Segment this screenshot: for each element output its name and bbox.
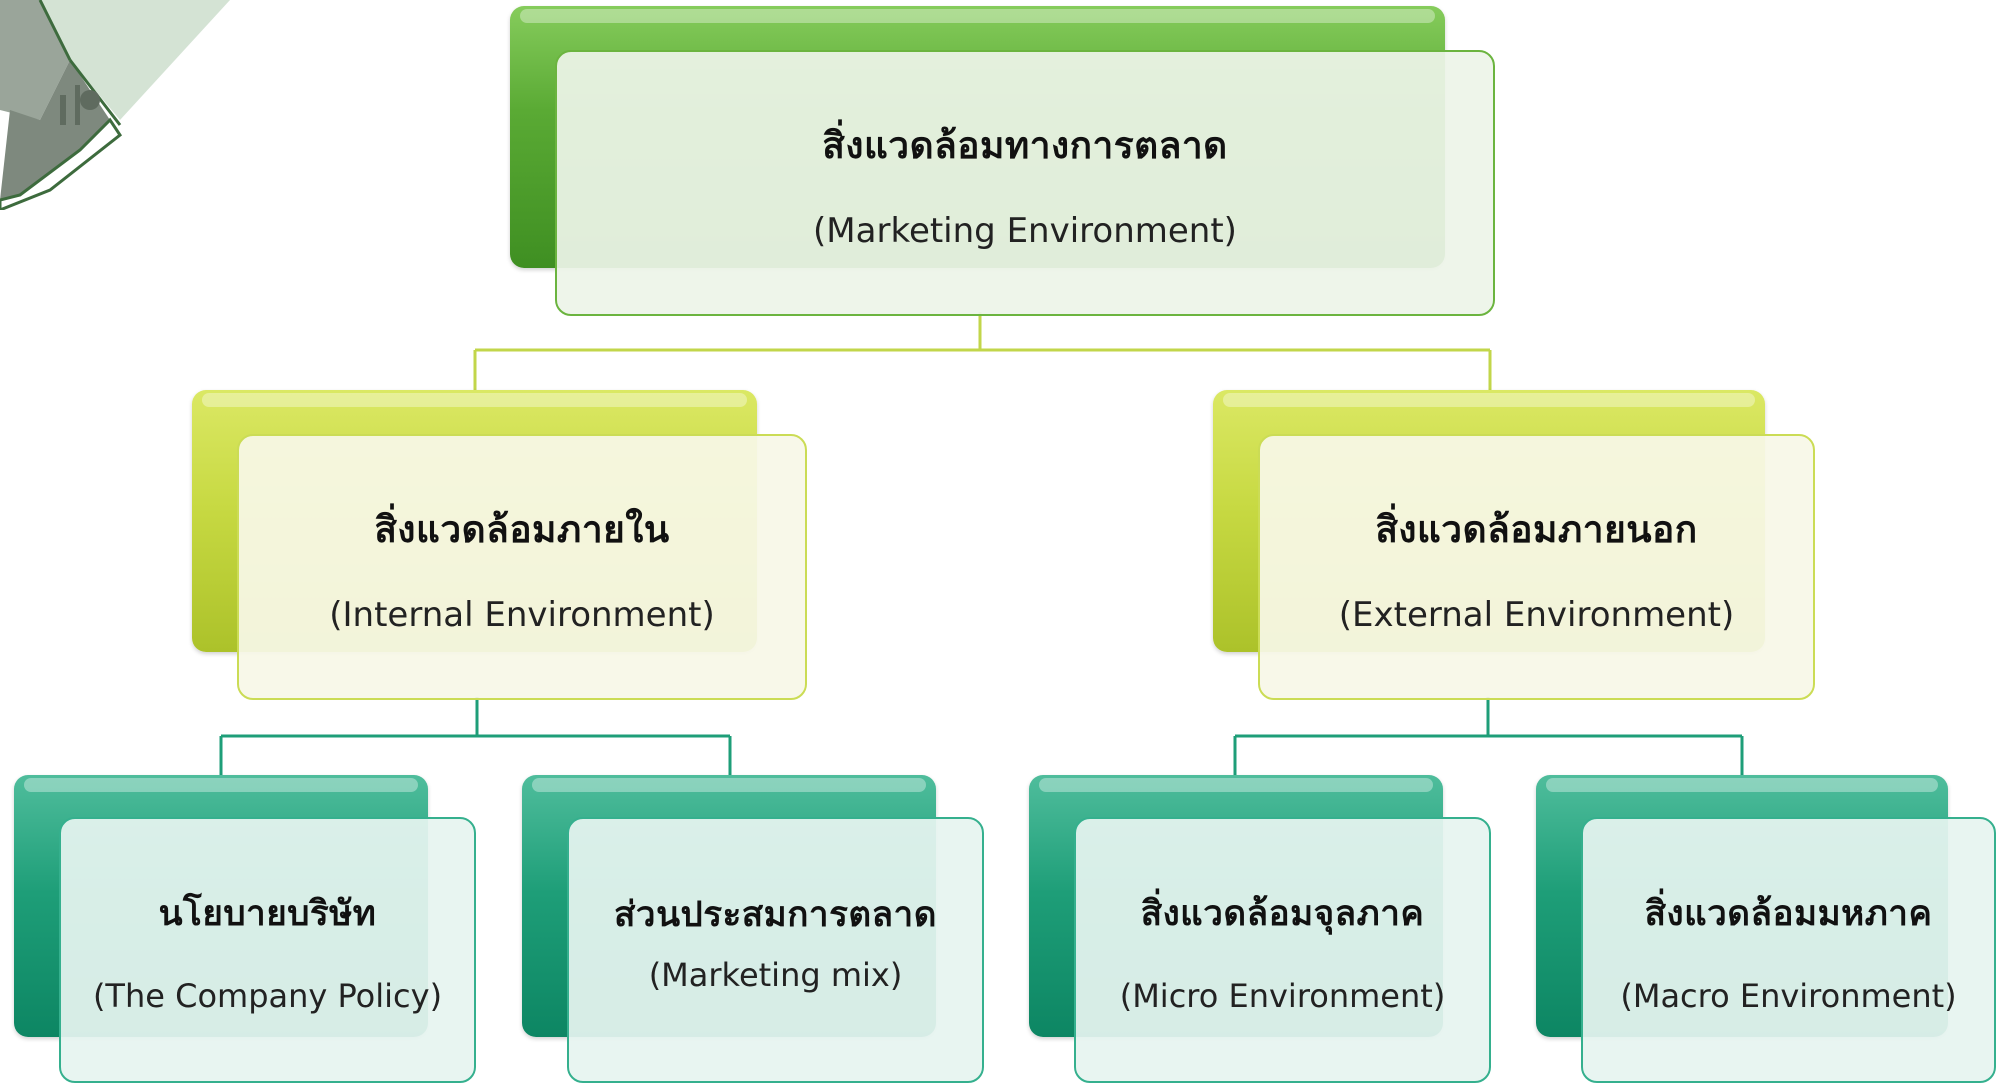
internal-english-label: (Internal Environment) [329,594,715,635]
external-node-card: สิ่งแวดล้อมภายนอก (External Environment) [1258,434,1815,700]
macro-card: สิ่งแวดล้อมมหภาค (Macro Environment) [1581,817,1996,1083]
micro-card: สิ่งแวดล้อมจุลภาค (Micro Environment) [1074,817,1491,1083]
macro-english-label: (Macro Environment) [1620,976,1957,1015]
internal-connector [219,697,732,777]
internal-node-card: สิ่งแวดล้อมภายใน (Internal Environment) [237,434,807,700]
macro-thai-label: สิ่งแวดล้อมมหภาค [1644,893,1933,934]
micro-english-label: (Micro Environment) [1119,976,1446,1015]
internal-thai-label: สิ่งแวดล้อมภายใน [374,507,670,551]
root-english-label: (Marketing Environment) [813,210,1237,251]
corner-decoration-graphic [0,0,230,210]
company-policy-card: นโยบายบริษัท (The Company Policy) [59,817,476,1083]
marketing-mix-thai-label: ส่วนประสมการตลาด [614,894,937,935]
node-external-environment: สิ่งแวดล้อมภายนอก (External Environment) [1213,390,1815,700]
node-macro-environment: สิ่งแวดล้อมมหภาค (Macro Environment) [1536,775,1996,1083]
root-connector [473,312,1492,392]
node-company-policy: นโยบายบริษัท (The Company Policy) [14,775,476,1083]
micro-thai-label: สิ่งแวดล้อมจุลภาค [1140,893,1425,934]
node-micro-environment: สิ่งแวดล้อมจุลภาค (Micro Environment) [1029,775,1491,1083]
root-thai-label: สิ่งแวดล้อมทางการตลาด [822,123,1228,167]
external-connector [1233,697,1744,777]
external-thai-label: สิ่งแวดล้อมภายนอก [1375,507,1698,551]
company-policy-english-label: (The Company Policy) [92,976,443,1015]
root-node-marketing-environment: สิ่งแวดล้อมทางการตลาด (Marketing Environ… [510,6,1495,316]
node-marketing-mix: ส่วนประสมการตลาด (Marketing mix) [522,775,984,1083]
marketing-mix-english-label: (Marketing mix) [648,955,903,994]
root-node-card: สิ่งแวดล้อมทางการตลาด (Marketing Environ… [555,50,1495,316]
node-internal-environment: สิ่งแวดล้อมภายใน (Internal Environment) [192,390,807,700]
marketing-mix-card: ส่วนประสมการตลาด (Marketing mix) [567,817,984,1083]
company-policy-thai-label: นโยบายบริษัท [158,893,377,934]
external-english-label: (External Environment) [1338,594,1735,635]
